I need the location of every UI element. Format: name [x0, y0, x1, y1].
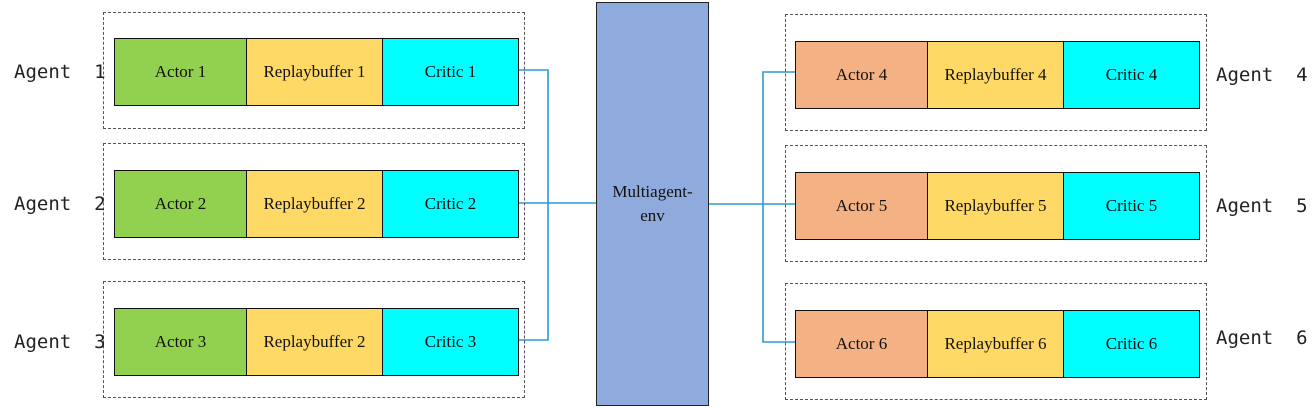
wire-agent-1 — [519, 69, 549, 341]
agent-label-3: Agent 3 — [14, 331, 106, 353]
replaybuffer-block: Replaybuffer 2 — [247, 170, 383, 238]
critic-block: Critic 1 — [383, 38, 519, 106]
agent-label-1: Agent 1 — [14, 61, 106, 83]
agent-group-3 — [103, 281, 525, 398]
actor-block: Actor 2 — [114, 170, 247, 238]
agent-blocks-4: Actor 4 Replaybuffer 4 Critic 4 — [795, 41, 1200, 109]
agent-blocks-1: Actor 1 Replaybuffer 1 Critic 1 — [114, 38, 519, 106]
actor-block: Actor 6 — [795, 310, 928, 378]
actor-block: Actor 4 — [795, 41, 928, 109]
replaybuffer-block: Replaybuffer 5 — [928, 172, 1064, 240]
critic-block: Critic 3 — [383, 308, 519, 376]
agent-blocks-5: Actor 5 Replaybuffer 5 Critic 5 — [795, 172, 1200, 240]
critic-block: Critic 5 — [1064, 172, 1200, 240]
agent-group-1 — [103, 12, 525, 129]
agent-label-6: Agent 6 — [1216, 327, 1308, 349]
agent-group-6 — [785, 283, 1207, 400]
actor-block: Actor 1 — [114, 38, 247, 106]
wire-agent-5-6 — [762, 71, 796, 343]
replaybuffer-block: Replaybuffer 1 — [247, 38, 383, 106]
agent-group-2 — [103, 143, 525, 260]
agent-blocks-2: Actor 2 Replaybuffer 2 Critic 2 — [114, 170, 519, 238]
agent-blocks-3: Actor 3 Replaybuffer 2 Critic 3 — [114, 308, 519, 376]
replaybuffer-block: Replaybuffer 4 — [928, 41, 1064, 109]
critic-block: Critic 2 — [383, 170, 519, 238]
agent-blocks-6: Actor 6 Replaybuffer 6 Critic 6 — [795, 310, 1200, 378]
replaybuffer-block: Replaybuffer 2 — [247, 308, 383, 376]
actor-block: Actor 3 — [114, 308, 247, 376]
actor-block: Actor 5 — [795, 172, 928, 240]
critic-block: Critic 6 — [1064, 310, 1200, 378]
agent-group-5 — [785, 145, 1207, 262]
replaybuffer-block: Replaybuffer 6 — [928, 310, 1064, 378]
agent-label-5: Agent 5 — [1216, 195, 1308, 217]
agent-label-2: Agent 2 — [14, 193, 106, 215]
critic-block: Critic 4 — [1064, 41, 1200, 109]
environment-label: Multiagent-env — [612, 182, 693, 225]
environment-block: Multiagent-env — [596, 2, 709, 406]
agent-group-4 — [785, 14, 1207, 131]
agent-label-4: Agent 4 — [1216, 64, 1308, 86]
